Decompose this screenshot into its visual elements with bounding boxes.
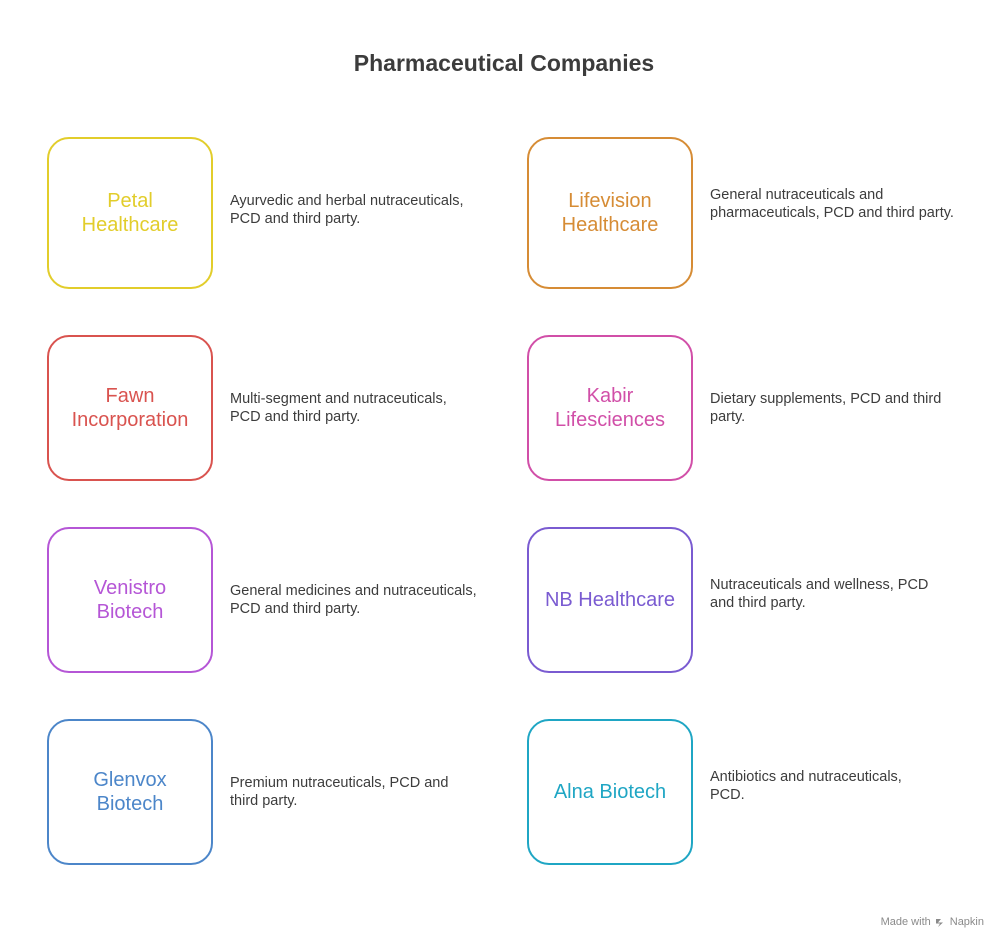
card-nb-healthcare: NB Healthcare: [527, 527, 693, 673]
card-kabir-lifesciences: Kabir Lifesciences: [527, 335, 693, 481]
description-nb-healthcare: Nutraceuticals and wellness, PCD and thi…: [710, 577, 929, 611]
footer-brand: Napkin: [949, 916, 984, 928]
card-alna-biotech: Alna Biotech: [527, 719, 693, 865]
page-title: Pharmaceutical Companies: [353, 50, 655, 76]
card-fawn-incorporation: Fawn Incorporation: [47, 335, 213, 481]
description-fawn-incorporation: Multi-segment and nutraceuticals, PCD an…: [230, 391, 447, 425]
company-name-petal-healthcare: Petal Healthcare: [81, 190, 179, 236]
footer-watermark: Made with Napkin: [881, 916, 984, 928]
napkin-logo-icon: [935, 917, 946, 928]
card-lifevision-healthcare: Lifevision Healthcare: [527, 137, 693, 289]
company-name-glenvox-biotech: Glenvox Biotech: [93, 769, 167, 815]
card-glenvox-biotech: Glenvox Biotech: [47, 719, 213, 865]
description-alna-biotech: Antibiotics and nutraceuticals, PCD.: [710, 769, 902, 803]
company-name-lifevision-healthcare: Lifevision Healthcare: [561, 190, 659, 236]
company-name-alna-biotech: Alna Biotech: [553, 781, 667, 803]
card-venistro-biotech: Venistro Biotech: [47, 527, 213, 673]
company-name-kabir-lifesciences: Kabir Lifesciences: [554, 385, 666, 431]
description-venistro-biotech: General medicines and nutraceuticals, PC…: [230, 583, 477, 617]
company-name-venistro-biotech: Venistro Biotech: [93, 577, 167, 623]
company-name-fawn-incorporation: Fawn Incorporation: [71, 385, 189, 431]
description-kabir-lifesciences: Dietary supplements, PCD and third party…: [710, 391, 942, 425]
description-petal-healthcare: Ayurvedic and herbal nutraceuticals, PCD…: [230, 193, 464, 227]
card-petal-healthcare: Petal Healthcare: [47, 137, 213, 289]
footer-prefix: Made with: [880, 916, 931, 928]
description-glenvox-biotech: Premium nutraceuticals, PCD and third pa…: [230, 775, 449, 809]
description-lifevision-healthcare: General nutraceuticals and pharmaceutica…: [710, 187, 954, 221]
company-name-nb-healthcare: NB Healthcare: [544, 589, 676, 611]
